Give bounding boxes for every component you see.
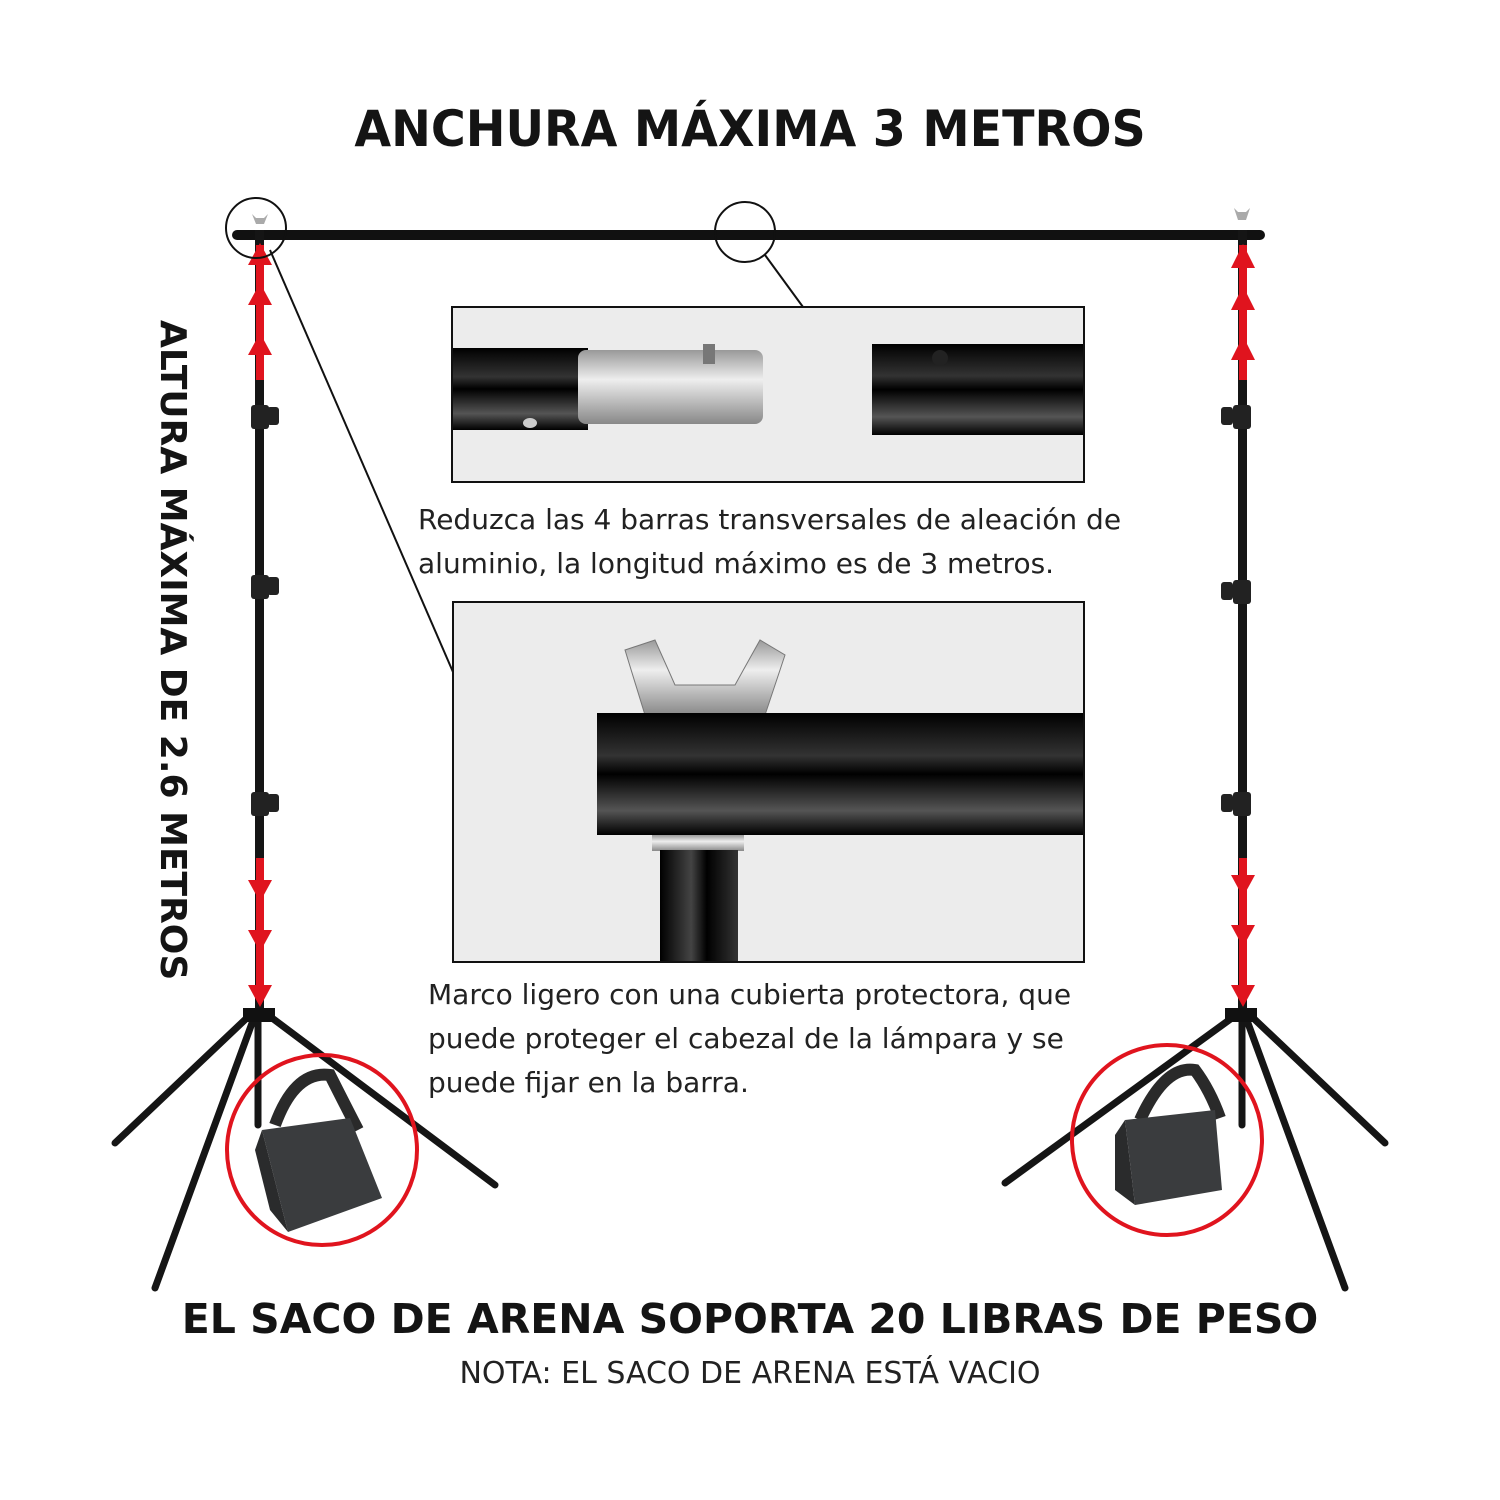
- crossbar-description-line: aluminio, la longitud máximo es de 3 met…: [418, 547, 1055, 580]
- wing-nut-icons: [252, 208, 1250, 224]
- left-tripod: [111, 1006, 499, 1292]
- left-sandbag-highlight: [225, 1053, 419, 1247]
- frame-description-line: Marco ligero con una cubierta protectora…: [428, 978, 1072, 1011]
- frame-description-line: puede proteger el cabezal de la lámpara …: [428, 1022, 1064, 1055]
- right-tripod: [1001, 1006, 1389, 1292]
- right-pole: [1238, 230, 1247, 1020]
- sandbag-empty-note: NOTA: EL SACO DE ARENA ESTÁ VACIO: [459, 1356, 1041, 1391]
- frame-description: Marco ligero con una cubierta protectora…: [428, 973, 1071, 1105]
- top-joint-closeup: [452, 601, 1085, 963]
- max-height-label: ALTURA MÁXIMA DE 2.6 METROS: [152, 320, 193, 981]
- crossbar: [232, 230, 1265, 240]
- corner-callout-circle: [225, 197, 287, 259]
- crossbar-description-line: Reduzca las 4 barras transversales de al…: [418, 503, 1122, 536]
- left-pole: [255, 230, 264, 1020]
- right-sandbag: [1115, 1063, 1226, 1205]
- center-callout-circle: [714, 201, 776, 263]
- right-sandbag-highlight: [1070, 1043, 1264, 1237]
- crossbar-joint-closeup: [451, 306, 1085, 483]
- pole-knobs: [251, 405, 1251, 816]
- crossbar-description: Reduzca las 4 barras transversales de al…: [418, 498, 1121, 586]
- frame-description-line: puede fijar en la barra.: [428, 1066, 749, 1099]
- max-width-title: ANCHURA MÁXIMA 3 METROS: [354, 100, 1146, 158]
- left-sandbag: [255, 1068, 382, 1232]
- sandbag-capacity-label: EL SACO DE ARENA SOPORTA 20 LIBRAS DE PE…: [181, 1295, 1319, 1343]
- height-arrows: [248, 243, 1255, 1007]
